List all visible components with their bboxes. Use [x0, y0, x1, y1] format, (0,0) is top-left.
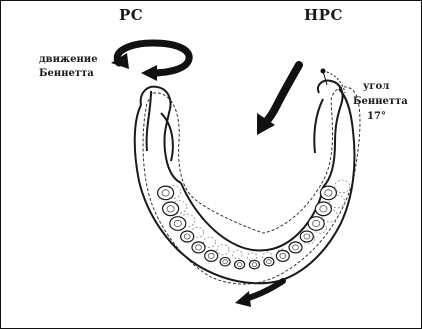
tooth — [300, 231, 313, 242]
tooth — [289, 242, 302, 253]
tooth — [192, 242, 205, 253]
displaced-tooth — [335, 180, 350, 193]
tooth — [315, 202, 331, 216]
tooth — [308, 217, 324, 231]
bennett-angle-label-line2: Беннетта — [353, 96, 419, 107]
tooth — [235, 260, 245, 269]
bennett-movement-label-line1: движение — [39, 54, 109, 65]
rc-label: РС — [119, 7, 143, 24]
displaced-tooth — [233, 251, 243, 259]
displaced-tooth — [217, 245, 229, 255]
tooth — [264, 257, 274, 266]
tooth — [158, 186, 174, 200]
tooth — [320, 186, 336, 200]
tooth — [205, 250, 218, 261]
mandible-outline — [135, 81, 355, 284]
bennett-angle-label-line1: угол — [363, 81, 422, 92]
nrc-movement-arrow — [257, 65, 299, 135]
tooth — [276, 250, 289, 261]
displaced-tooth — [247, 253, 257, 261]
bennett-angle-label-line3: 17° — [367, 111, 417, 122]
tooth — [170, 217, 186, 231]
lateral-shift-arrow — [235, 281, 283, 307]
nrc-label: НРС — [304, 7, 343, 24]
bennett-movement-label-line2: Беннетта — [39, 68, 109, 79]
mandible-displaced-outline — [143, 87, 360, 284]
tooth — [220, 257, 230, 266]
tooth — [181, 231, 194, 242]
tooth — [163, 202, 179, 216]
rc-rotation-arrow — [111, 43, 189, 81]
tooth — [249, 260, 259, 269]
